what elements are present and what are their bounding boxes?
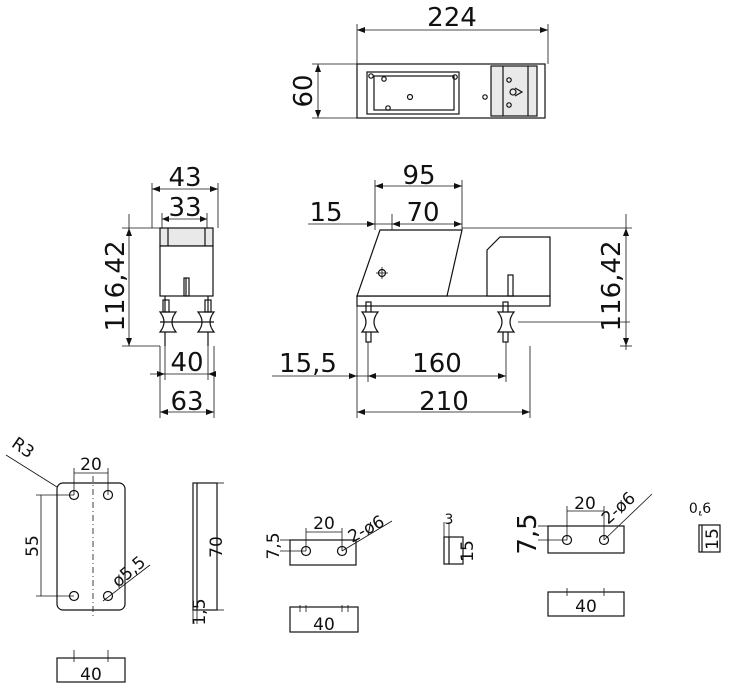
dim-br1-side-15: 15 [458, 540, 478, 562]
dim-plate-side-70: 70 [207, 536, 227, 558]
bracket-two-view: 20 2-ø6 7,5 40 0,6 15 [513, 488, 723, 617]
dim-side-43: 43 [168, 163, 201, 193]
mounting-plate-view: R3 20 55 ø5,5 40 70 1,5 [5, 434, 227, 685]
dim-br2-40: 40 [575, 597, 597, 617]
front-view: 95 15 70 116,42 15,5 160 210 [272, 161, 632, 418]
dim-br2-side-15: 15 [703, 528, 723, 550]
bracket-one-view: 20 2-ø6 7,5 40 3 15 [264, 512, 478, 635]
dim-plate-side-1-5: 1,5 [190, 598, 210, 625]
dim-br2-7-5: 7,5 [513, 513, 543, 554]
dim-front-height: 116,42 [597, 241, 627, 332]
dim-br1-7-5: 7,5 [264, 532, 284, 559]
dim-br1-holes: 2-ø6 [345, 512, 388, 548]
dim-front-15: 15 [309, 198, 342, 228]
dim-front-70: 70 [406, 198, 439, 228]
dim-side-height: 116,42 [101, 241, 131, 332]
dim-front-15-5: 15,5 [279, 349, 337, 379]
dim-br2-side-0-6: 0,6 [689, 501, 711, 517]
top-view: 224 60 [289, 3, 549, 119]
side-view: 43 33 116,42 40 63 [101, 163, 219, 418]
dim-plate-40: 40 [80, 665, 102, 685]
dim-front-160: 160 [412, 349, 462, 379]
dim-front-95: 95 [402, 161, 435, 191]
dim-plate-20: 20 [80, 455, 102, 475]
dim-br1-side-3: 3 [445, 512, 454, 528]
dim-br1-20: 20 [313, 514, 335, 534]
dim-br2-20: 20 [574, 494, 596, 514]
dim-side-40: 40 [170, 348, 203, 378]
dim-br1-40: 40 [313, 615, 335, 635]
dim-front-210: 210 [419, 387, 469, 417]
dim-top-width: 224 [427, 3, 477, 33]
dim-plate-55: 55 [23, 535, 43, 557]
dim-top-height: 60 [289, 74, 319, 107]
dim-side-33: 33 [168, 193, 201, 223]
dim-side-63: 63 [170, 387, 203, 417]
